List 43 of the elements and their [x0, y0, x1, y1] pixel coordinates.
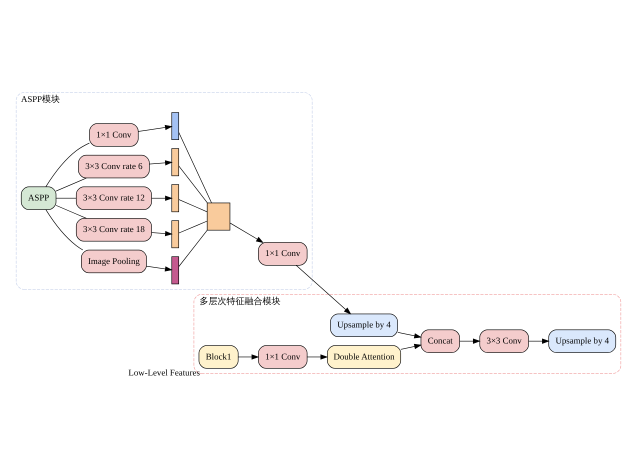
node-box: 3×3 Conv rate 12 — [76, 186, 152, 210]
node-box — [206, 202, 230, 230]
arrow — [400, 343, 422, 350]
node-bar — [171, 148, 180, 176]
connector — [56, 197, 76, 198]
node-box: Upsample by 4 — [330, 313, 398, 337]
connector — [178, 198, 208, 212]
node-bar — [171, 112, 180, 140]
arrow — [459, 338, 481, 344]
node-box: Upsample by 4 — [548, 328, 616, 352]
node-box: ASPP — [20, 186, 56, 210]
connector — [46, 142, 90, 187]
arrow — [138, 124, 173, 132]
node-box: Double Attention — [327, 344, 402, 368]
node-box: 1×1 Conv — [89, 122, 139, 146]
node-box: 1×1 Conv — [258, 242, 308, 266]
arrow — [528, 338, 550, 344]
node-bar — [171, 184, 180, 212]
connector — [178, 230, 208, 266]
arrow — [146, 265, 173, 272]
connector — [178, 132, 212, 203]
connector — [46, 208, 84, 250]
arrow — [151, 195, 173, 200]
node-box: Block1 — [198, 344, 238, 368]
connector — [178, 165, 208, 203]
node-box: 3×3 Conv — [479, 328, 529, 352]
arrow — [238, 354, 260, 360]
node-box: Concat — [420, 328, 460, 352]
node-box: 3×3 Conv rate 18 — [76, 218, 152, 242]
arrow — [230, 222, 264, 242]
node-bar — [171, 220, 180, 248]
arrow — [306, 354, 328, 360]
connector — [56, 177, 87, 191]
node-box: 1×1 Conv — [258, 344, 308, 368]
arrow — [151, 230, 173, 236]
connector — [56, 204, 87, 218]
connector — [178, 220, 208, 233]
node-box: Image Pooling — [81, 249, 147, 273]
node-bar — [171, 256, 180, 284]
node-box: 3×3 Conv rate 6 — [78, 154, 150, 178]
arrow — [296, 264, 352, 314]
arrow — [397, 332, 422, 338]
arrow — [149, 160, 173, 166]
